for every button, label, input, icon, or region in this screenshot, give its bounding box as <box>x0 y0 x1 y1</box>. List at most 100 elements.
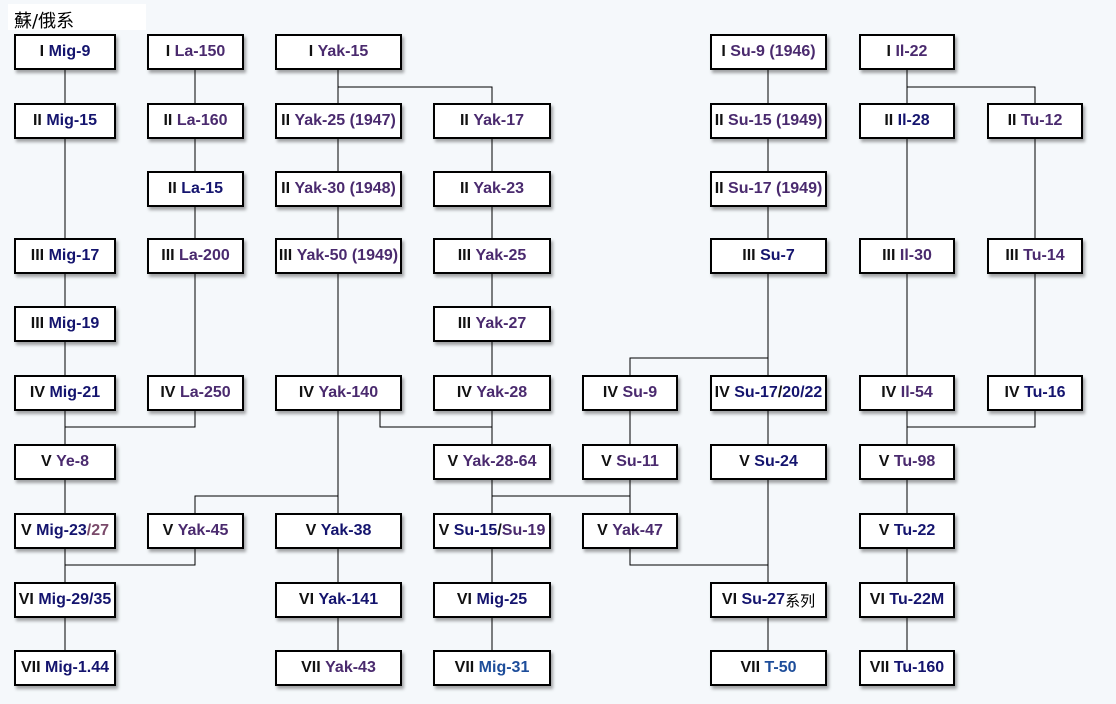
generation-label: I <box>308 43 314 60</box>
aircraft-node-mig29[interactable]: VI Mig-29/35 <box>14 582 116 618</box>
aircraft-node-tu22[interactable]: V Tu-22 <box>859 513 955 549</box>
aircraft-name-part: Yak-28-64 <box>462 453 537 470</box>
aircraft-node-il54[interactable]: IV Il-54 <box>859 375 955 411</box>
aircraft-name-part: Tu-160 <box>893 659 945 676</box>
aircraft-node-ye8[interactable]: V Ye-8 <box>14 444 116 480</box>
aircraft-node-il28[interactable]: II Il-28 <box>859 103 955 139</box>
aircraft-node-il30[interactable]: III Il-30 <box>859 238 955 274</box>
aircraft-node-la200[interactable]: III La-200 <box>147 238 244 274</box>
generation-label: V <box>40 453 52 470</box>
aircraft-name-part: Il-22 <box>895 43 928 60</box>
aircraft-name-part: Su-19 <box>501 522 546 539</box>
aircraft-node-mig15[interactable]: II Mig-15 <box>14 103 116 139</box>
aircraft-node-tu16[interactable]: IV Tu-16 <box>987 375 1083 411</box>
generation-label: III <box>30 247 45 264</box>
aircraft-name-part: Su-15 <box>453 522 498 539</box>
aircraft-node-su7[interactable]: III Su-7 <box>710 238 827 274</box>
aircraft-node-la150[interactable]: I La-150 <box>147 34 244 70</box>
aircraft-node-mig144[interactable]: VII Mig-1.44 <box>14 650 116 686</box>
aircraft-node-yak141[interactable]: VI Yak-141 <box>275 582 402 618</box>
aircraft-name-part: Yak-45 <box>177 522 229 539</box>
generation-label: III <box>278 247 293 264</box>
aircraft-node-su9_46[interactable]: I Su-9 (1946) <box>710 34 827 70</box>
aircraft-node-la250[interactable]: IV La-250 <box>147 375 244 411</box>
aircraft-node-mig25[interactable]: VI Mig-25 <box>433 582 551 618</box>
generation-label: III <box>882 247 896 264</box>
header-bar: 蘇/俄系 <box>8 4 146 32</box>
aircraft-node-tu160[interactable]: VII Tu-160 <box>859 650 955 686</box>
aircraft-node-mig21[interactable]: IV Mig-21 <box>14 375 116 411</box>
aircraft-name-part: Tu-12 <box>1020 112 1063 129</box>
generation-label: VII <box>20 659 41 676</box>
aircraft-name-part: Yak-25 (1947) <box>294 112 396 129</box>
generation-label: II <box>459 180 469 197</box>
generation-label: III <box>457 247 472 264</box>
aircraft-node-yak43[interactable]: VII Yak-43 <box>275 650 402 686</box>
aircraft-node-su11[interactable]: V Su-11 <box>582 444 678 480</box>
aircraft-node-su15su19[interactable]: V Su-15/Su-19 <box>433 513 551 549</box>
aircraft-name-part: Il-54 <box>900 384 933 401</box>
aircraft-node-yak25[interactable]: III Yak-25 <box>433 238 551 274</box>
aircraft-node-yak23[interactable]: II Yak-23 <box>433 171 551 207</box>
aircraft-node-yak140[interactable]: IV Yak-140 <box>275 375 402 411</box>
generation-label: II <box>884 112 894 129</box>
generation-label: IV <box>298 384 315 401</box>
generation-label: V <box>601 453 612 470</box>
aircraft-node-yak45[interactable]: V Yak-45 <box>147 513 244 549</box>
generation-label: IV <box>456 384 472 401</box>
aircraft-node-yak50_49[interactable]: III Yak-50 (1949) <box>275 238 402 274</box>
aircraft-node-tu14[interactable]: III Tu-14 <box>987 238 1083 274</box>
aircraft-name-part: Tu-14 <box>1023 247 1065 264</box>
aircraft-name-part: Su-9 <box>622 384 658 401</box>
aircraft-node-yak25_47[interactable]: II Yak-25 (1947) <box>275 103 402 139</box>
aircraft-node-mig19[interactable]: III Mig-19 <box>14 306 116 342</box>
aircraft-node-yak47[interactable]: V Yak-47 <box>582 513 678 549</box>
aircraft-node-la160[interactable]: II La-160 <box>147 103 244 139</box>
aircraft-node-yak38[interactable]: V Yak-38 <box>275 513 402 549</box>
aircraft-name-part: Mig-15 <box>46 112 97 129</box>
generation-label: II <box>163 112 173 129</box>
aircraft-node-yak15[interactable]: I Yak-15 <box>275 34 402 70</box>
diagram-title: 蘇/俄系 <box>14 11 75 32</box>
generation-label: III <box>161 247 175 264</box>
generation-label: VII <box>301 659 321 676</box>
aircraft-node-la15[interactable]: II La-15 <box>147 171 244 207</box>
aircraft-node-mig31[interactable]: VII Mig-31 <box>433 650 551 686</box>
aircraft-node-yak27[interactable]: III Yak-27 <box>433 306 551 342</box>
aircraft-name-part: / <box>497 522 502 539</box>
aircraft-name-part: Ye-8 <box>56 453 90 470</box>
aircraft-node-tu98[interactable]: V Tu-98 <box>859 444 955 480</box>
generation-label: IV <box>602 384 618 401</box>
generation-label: V <box>20 522 32 539</box>
aircraft-name-part: La-150 <box>174 43 226 60</box>
aircraft-node-tu22m[interactable]: VI Tu-22M <box>859 582 955 618</box>
aircraft-node-su17_49[interactable]: II Su-17 (1949) <box>710 171 827 207</box>
generation-label: VI <box>721 591 738 608</box>
generation-label: IV <box>1004 384 1020 401</box>
aircraft-node-yak2864[interactable]: V Yak-28-64 <box>433 444 551 480</box>
aircraft-node-mig17[interactable]: III Mig-17 <box>14 238 116 274</box>
aircraft-name-part: Su-24 <box>754 453 798 470</box>
generation-label: II <box>281 112 291 129</box>
aircraft-node-su15_49[interactable]: II Su-15 (1949) <box>710 103 827 139</box>
generation-label: IV <box>881 384 897 401</box>
generation-label: I <box>39 43 45 60</box>
aircraft-name-part: Mig-17 <box>48 247 100 264</box>
aircraft-node-su17[interactable]: IV Su-17/20/22 <box>710 375 827 411</box>
generation-label: II <box>167 180 177 197</box>
aircraft-node-il22[interactable]: I Il-22 <box>859 34 955 70</box>
aircraft-name-part: /27 <box>86 522 110 539</box>
aircraft-name-part: Yak-140 <box>318 384 379 401</box>
aircraft-node-tu12[interactable]: II Tu-12 <box>987 103 1083 139</box>
aircraft-node-yak28[interactable]: IV Yak-28 <box>433 375 551 411</box>
aircraft-node-yak17[interactable]: II Yak-17 <box>433 103 551 139</box>
aircraft-node-mig9[interactable]: I Mig-9 <box>14 34 116 70</box>
aircraft-node-su9[interactable]: IV Su-9 <box>582 375 678 411</box>
aircraft-name-part: Tu-98 <box>893 453 936 470</box>
aircraft-node-su24[interactable]: V Su-24 <box>710 444 827 480</box>
aircraft-node-t50[interactable]: VII T-50 <box>710 650 827 686</box>
generation-label: VI <box>869 591 885 608</box>
aircraft-node-mig23[interactable]: V Mig-23/27 <box>14 513 116 549</box>
aircraft-node-yak30_48[interactable]: II Yak-30 (1948) <box>275 171 402 207</box>
